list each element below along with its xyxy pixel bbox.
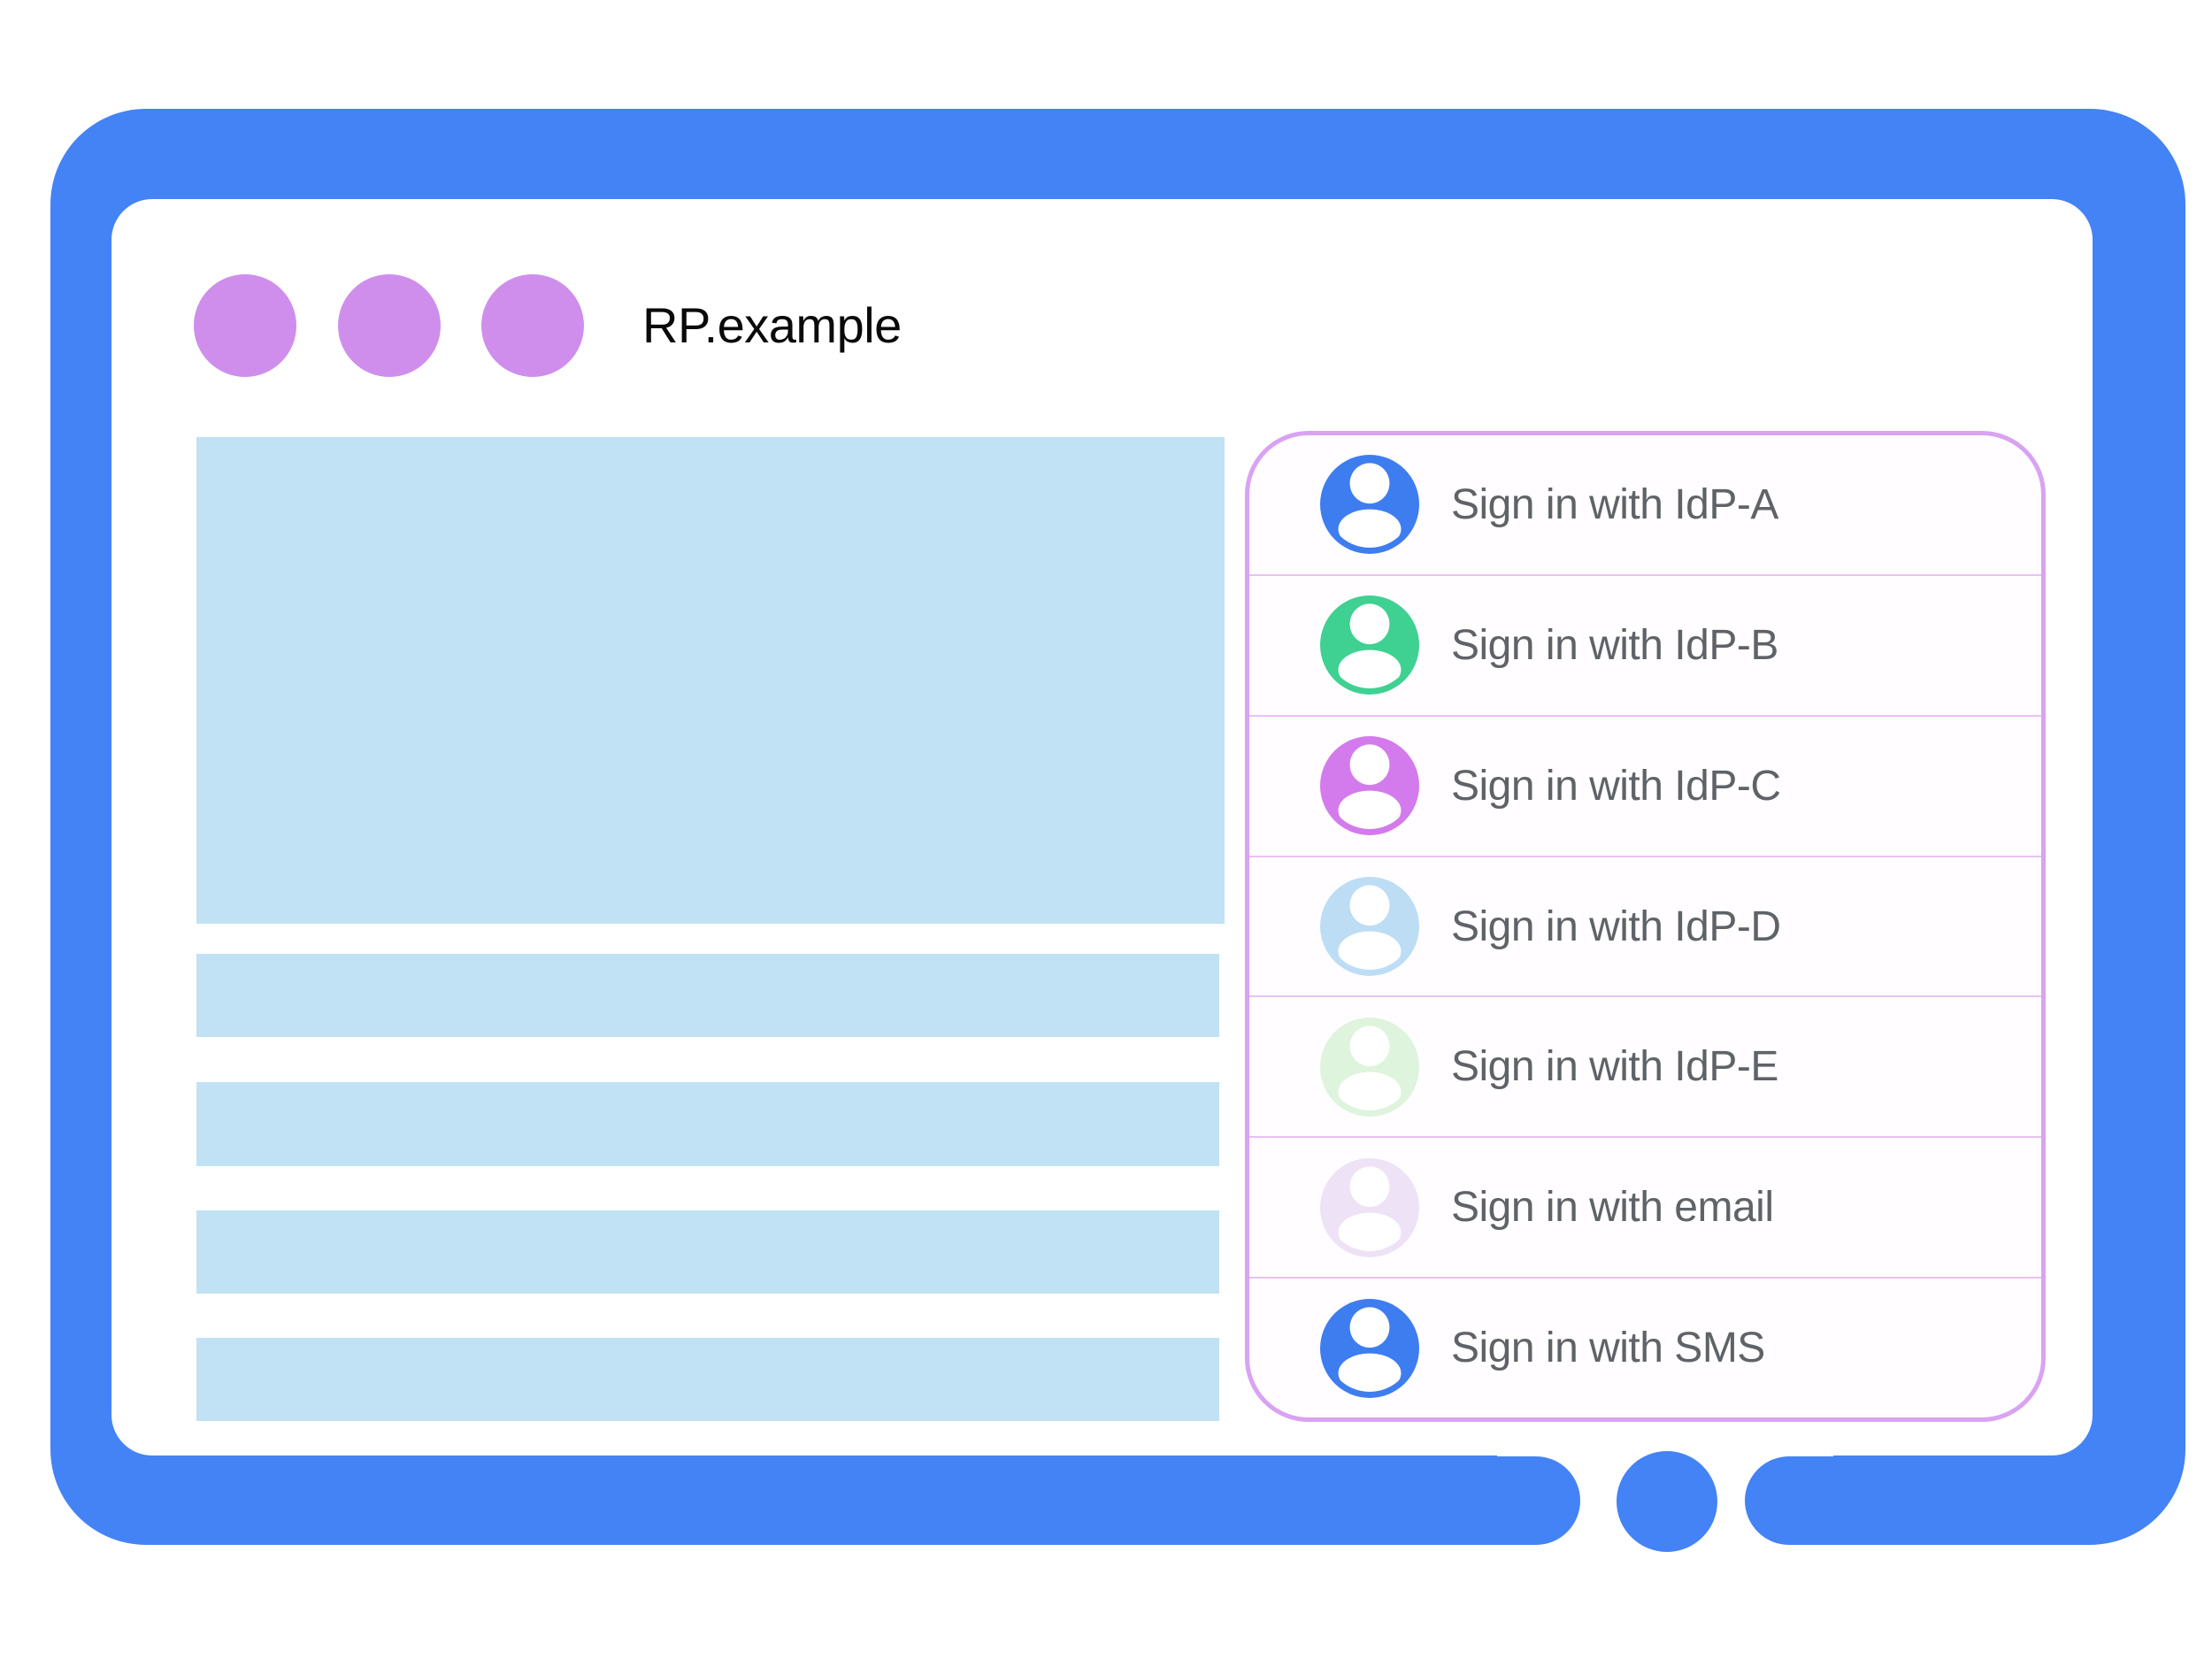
site-url-label: RP.example — [642, 297, 902, 353]
signin-option-email[interactable]: Sign in with email — [1249, 1136, 2041, 1277]
signin-option-label: Sign in with IdP-C — [1451, 762, 1781, 810]
person-avatar-icon — [1320, 455, 1419, 555]
signin-option-label: Sign in with IdP-A — [1451, 480, 1778, 528]
signin-option-label: Sign in with IdP-D — [1451, 902, 1781, 950]
window-control-dot[interactable] — [481, 274, 584, 377]
signin-option-label: Sign in with IdP-E — [1451, 1043, 1778, 1091]
window-control-dot[interactable] — [338, 274, 441, 377]
content-placeholder-hero — [196, 437, 1225, 924]
person-avatar-icon — [1320, 736, 1419, 836]
person-avatar-icon — [1320, 1017, 1419, 1117]
home-button[interactable] — [1617, 1451, 1717, 1552]
person-avatar-icon — [1320, 1298, 1419, 1398]
frame-bottom-cap-left — [1453, 1456, 1580, 1545]
signin-option-idp-d[interactable]: Sign in with IdP-D — [1249, 855, 2041, 996]
frame-bottom-cap-right — [1745, 1456, 1876, 1545]
person-avatar-icon — [1320, 595, 1419, 695]
signin-option-idp-e[interactable]: Sign in with IdP-E — [1249, 995, 2041, 1136]
signin-option-label: Sign in with email — [1451, 1184, 1774, 1232]
signin-option-label: Sign in with SMS — [1451, 1325, 1765, 1372]
person-avatar-icon — [1320, 1157, 1419, 1257]
signin-option-idp-c[interactable]: Sign in with IdP-C — [1249, 714, 2041, 856]
content-placeholder-line — [196, 954, 1219, 1037]
signin-option-label: Sign in with IdP-B — [1451, 621, 1778, 669]
signin-option-idp-a[interactable]: Sign in with IdP-A — [1249, 435, 2041, 574]
window-control-dot[interactable] — [194, 274, 296, 377]
content-placeholder-line — [196, 1082, 1219, 1166]
person-avatar-icon — [1320, 877, 1419, 976]
signin-option-sms[interactable]: Sign in with SMS — [1249, 1277, 2041, 1417]
account-chooser-panel: Sign in with IdP-A Sign in with IdP-B Si… — [1245, 431, 2046, 1422]
content-placeholder-line — [196, 1338, 1219, 1421]
signin-option-idp-b[interactable]: Sign in with IdP-B — [1249, 573, 2041, 715]
content-placeholder-line — [196, 1210, 1219, 1294]
